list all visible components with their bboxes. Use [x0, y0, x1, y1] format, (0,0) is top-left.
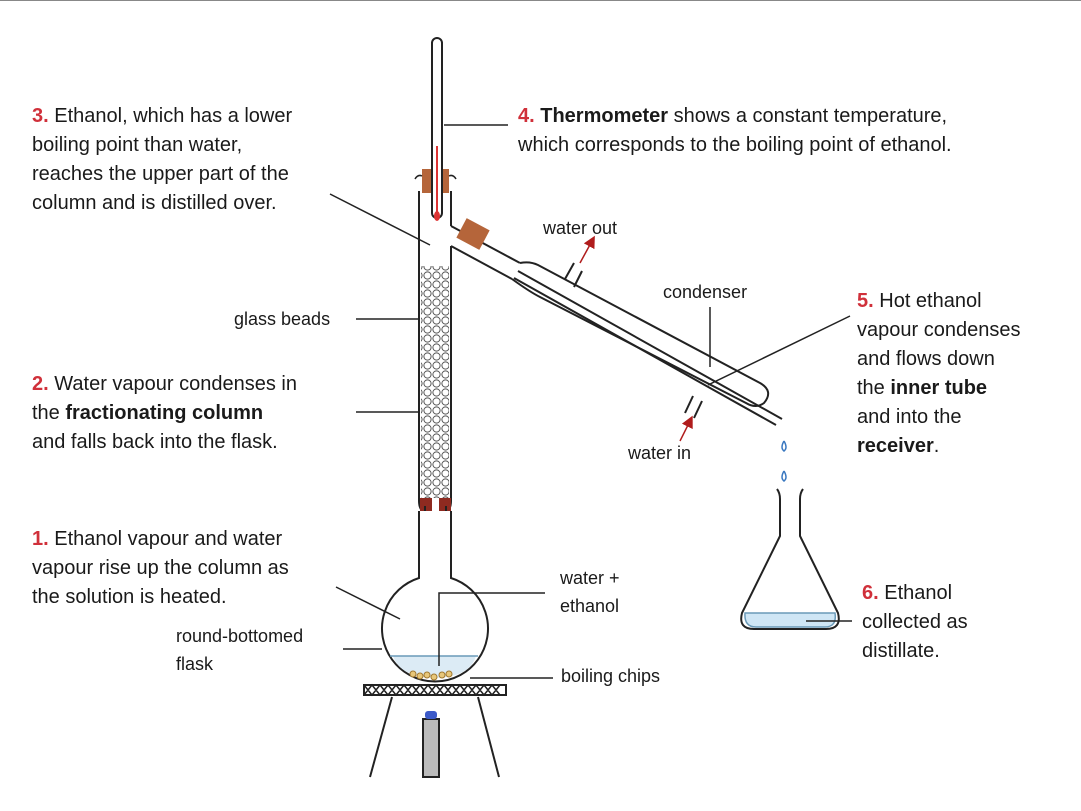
- bunsen-burner: [422, 711, 440, 778]
- leader-lines: [329, 124, 852, 679]
- water-out-arrow: [579, 235, 595, 264]
- round-bottomed-flask-label: round-bottomed flask: [176, 626, 304, 674]
- thermometer: [431, 37, 443, 221]
- step-1-text: 1. Ethanol vapour and water vapour rise …: [32, 528, 289, 608]
- gauze: [363, 683, 507, 697]
- glass-beads: [421, 266, 449, 498]
- condenser: [511, 261, 783, 426]
- water-ethanol-label: water + ethanol: [560, 568, 620, 616]
- water-in-arrow: [679, 415, 693, 442]
- step-4-text: 4. Thermometer shows a constant temperat…: [518, 105, 952, 156]
- tripod-leg: [369, 696, 393, 778]
- tripod-leg: [477, 696, 500, 778]
- step-6-text: 6. Ethanol collected as distillate.: [862, 582, 968, 662]
- fractionating-column: [418, 191, 452, 516]
- side-arm: [450, 218, 521, 280]
- step-2-text: 2. Water vapour condenses in the fractio…: [32, 373, 297, 453]
- boiling-chips: [409, 670, 453, 681]
- glass-beads-label: glass beads: [234, 309, 331, 329]
- boiling-chips-label: boiling chips: [561, 666, 661, 686]
- round-bottomed-flask: [381, 498, 489, 683]
- droplet-icon: [781, 470, 787, 482]
- water-in-label: water in: [628, 443, 692, 463]
- droplet-icon: [781, 440, 787, 452]
- conical-flask-receiver: [740, 488, 840, 630]
- step-3-text: 3. Ethanol, which has a lower boiling po…: [32, 105, 293, 214]
- step-5-text: 5. Hot ethanol vapour condenses and flow…: [857, 290, 1021, 457]
- water-out-label: water out: [543, 218, 618, 238]
- condenser-label: condenser: [663, 282, 748, 302]
